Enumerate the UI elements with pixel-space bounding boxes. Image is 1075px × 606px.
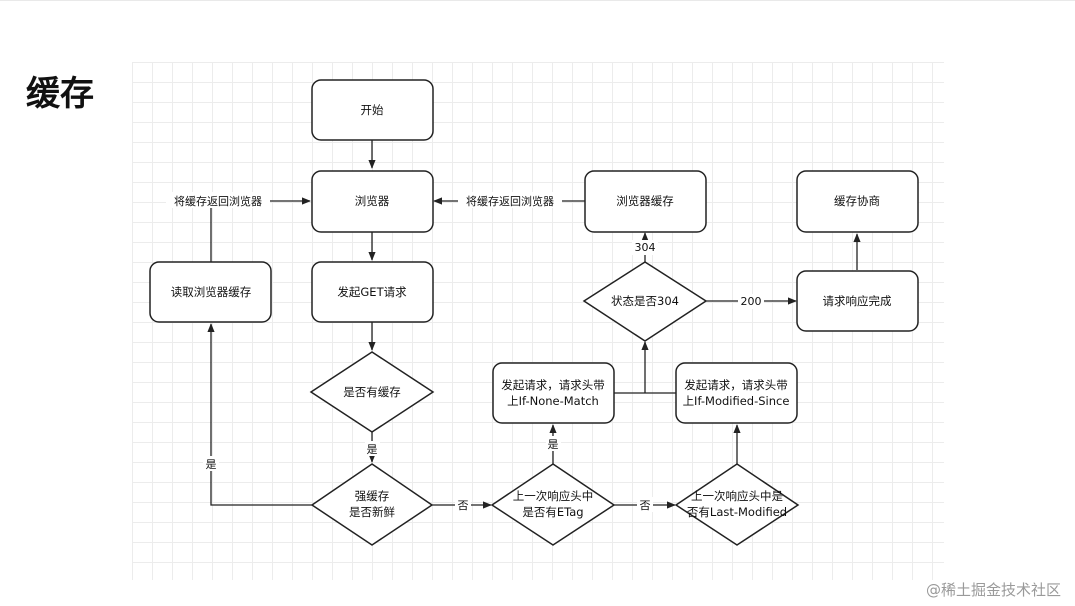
node-etag: 上一次响应头中 是否有ETag — [490, 463, 616, 546]
node-read-browser-cache-label: 读取浏览器缓存 — [171, 285, 252, 299]
node-negotiate-cache-label: 缓存协商 — [834, 194, 880, 208]
node-request-done-label: 请求响应完成 — [823, 294, 892, 308]
node-if-modified-since: 发起请求，请求头带 上If-Modified-Since — [675, 362, 798, 424]
node-has-cache-label: 是否有缓存 — [343, 385, 401, 399]
node-negotiate-cache: 缓存协商 — [796, 170, 919, 233]
edge-labels: 将缓存返回浏览器 将缓存返回浏览器 304 200 是 是 否 是 否 — [166, 192, 764, 512]
node-fresh-line1: 强缓存 — [355, 489, 390, 503]
top-divider — [0, 0, 1075, 1]
node-start-label: 开始 — [361, 103, 384, 117]
node-etag-line2: 是否有ETag — [522, 505, 583, 519]
node-status-304-label: 状态是否304 — [611, 294, 679, 308]
node-etag-line1: 上一次响应头中 — [513, 489, 594, 503]
node-browser: 浏览器 — [311, 170, 434, 233]
node-last-modified: 上一次响应头中是 否有Last-Modified — [674, 463, 800, 546]
node-if-none-match: 发起请求，请求头带 上If-None-Match — [492, 362, 615, 424]
node-browser-cache-label: 浏览器缓存 — [616, 194, 674, 208]
node-start: 开始 — [311, 79, 434, 141]
node-status-304: 状态是否304 — [582, 261, 708, 342]
node-if-none-match-line2: 上If-None-Match — [507, 394, 599, 408]
node-request-done: 请求响应完成 — [796, 270, 919, 332]
node-if-modified-line1: 发起请求，请求头带 — [684, 378, 788, 392]
edge-label-yes-etag: 是 — [548, 438, 559, 451]
edge-read-to-browser — [210, 197, 311, 262]
node-fresh: 强缓存 是否新鲜 — [310, 463, 434, 546]
edge-fresh-yes-to-read — [207, 323, 312, 506]
watermark: @稀土掘金技术社区 — [925, 581, 1061, 599]
edge-label-no-fresh: 否 — [458, 499, 469, 512]
node-has-cache: 是否有缓存 — [309, 351, 435, 433]
node-if-modified-line2: 上If-Modified-Since — [683, 394, 790, 408]
node-lastmod-line2: 否有Last-Modified — [687, 505, 787, 519]
node-read-browser-cache: 读取浏览器缓存 — [149, 261, 272, 323]
edge-label-200: 200 — [741, 295, 762, 308]
node-browser-label: 浏览器 — [355, 194, 390, 208]
node-send-get: 发起GET请求 — [311, 261, 434, 323]
edge-label-return-right: 将缓存返回浏览器 — [466, 194, 554, 208]
edge-label-304: 304 — [635, 241, 656, 254]
edge-label-no-etag: 否 — [640, 499, 651, 512]
edge-label-yes-fresh: 是 — [206, 458, 217, 471]
page-title: 缓存 — [26, 74, 94, 114]
edge-label-yes-has-cache: 是 — [367, 443, 378, 456]
node-fresh-line2: 是否新鲜 — [349, 505, 395, 519]
node-lastmod-line1: 上一次响应头中是 — [691, 489, 783, 503]
node-send-get-label: 发起GET请求 — [337, 285, 407, 299]
node-if-none-match-line1: 发起请求，请求头带 — [501, 378, 605, 392]
edge-label-return-left: 将缓存返回浏览器 — [174, 194, 262, 208]
node-browser-cache: 浏览器缓存 — [584, 170, 707, 233]
